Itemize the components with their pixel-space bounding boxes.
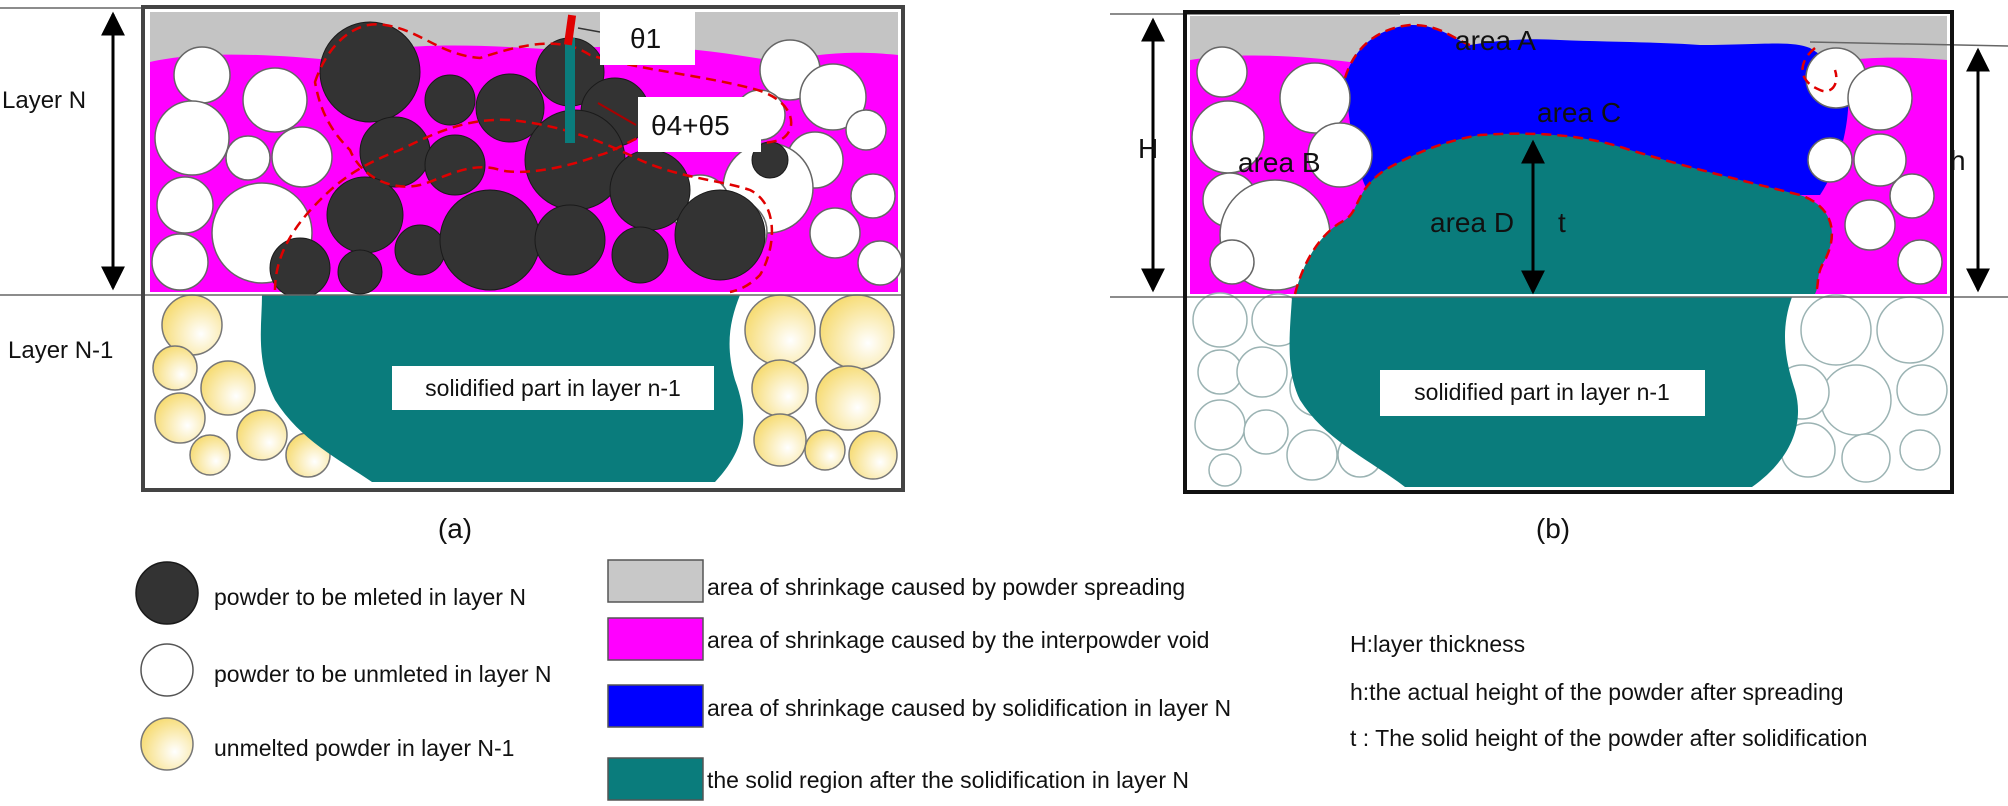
legend-gray-swatch: [607, 559, 704, 603]
h-upper-label: H: [1138, 133, 1158, 164]
legend-teal-swatch: [607, 757, 704, 801]
t-label: t: [1558, 207, 1566, 238]
area-d-label: area D: [1430, 207, 1514, 238]
legend-powder-1: powder to be unmleted in layer N: [214, 661, 552, 687]
theta1-label: θ1: [630, 23, 661, 54]
theta45-label: θ4+θ5: [651, 110, 730, 141]
unmelted-white-powders-b: [1191, 46, 1943, 291]
panel-a-frame: [141, 5, 905, 492]
legend-area-3: the solid region after the solidificatio…: [707, 767, 1189, 793]
legend-magenta-swatch: [607, 617, 704, 661]
definition-t: t : The solid height of the powder after…: [1350, 725, 1867, 751]
panel-b: solidified part in layer n-1 area A area…: [1110, 10, 2008, 544]
legend-area-0: area of shrinkage caused by powder sprea…: [707, 574, 1185, 600]
theta45-leader: [597, 102, 637, 126]
definition-h-upper: H:layer thickness: [1350, 631, 1525, 657]
panel-b-frame: [1183, 10, 1954, 494]
powder-height-line-b: [1809, 41, 2008, 47]
panel-b-label: (b): [1536, 513, 1570, 544]
layer-n-label: Layer N: [2, 87, 86, 114]
area-b-label: area B: [1238, 147, 1321, 178]
area-c-outline-left: [1343, 23, 1471, 79]
legend-area-2: area of shrinkage caused by solidificati…: [707, 695, 1231, 721]
legend-black-powder-icon: [135, 561, 199, 625]
angle-bar-red: [563, 14, 577, 46]
h-lower-label: h: [1950, 145, 1966, 176]
solidified-label-b: solidified part in layer n-1: [1414, 379, 1670, 405]
solid-region-area-d: [1295, 133, 1832, 294]
angle-bar-teal: [565, 38, 575, 143]
panel-a-label: (a): [438, 513, 472, 544]
legend-white-powder-icon: [140, 643, 194, 697]
definition-h-lower: h:the actual height of the powder after …: [1350, 679, 1844, 705]
solidified-label-a: solidified part in layer n-1: [425, 375, 681, 401]
area-d-outline: [1293, 132, 1834, 295]
legend-blue-swatch: [607, 684, 704, 728]
solidified-label-box-a: [392, 366, 714, 410]
area-c-outline-right: [1801, 47, 1838, 93]
definitions: H:layer thickness h:the actual height of…: [1350, 631, 1867, 751]
legend-area-1: area of shrinkage caused by the interpow…: [707, 627, 1209, 653]
legend-areas: area of shrinkage caused by powder sprea…: [607, 559, 1231, 801]
panel-a: solidified part in layer n-1 θ1 θ4+θ5 La…: [0, 5, 905, 544]
legend-powders: powder to be mleted in layer N powder to…: [135, 561, 552, 771]
layer-n1-label: Layer N-1: [8, 337, 113, 364]
area-c-label: area C: [1537, 97, 1621, 128]
legend-yellow-powder-icon: [140, 717, 194, 771]
area-a-label: area A: [1455, 25, 1536, 56]
theta45-box: [638, 97, 761, 152]
theta1-leader: [577, 27, 601, 33]
legend-powder-0: powder to be mleted in layer N: [214, 584, 526, 610]
legend-powder-2: unmelted powder in layer N-1: [214, 735, 514, 761]
solidified-label-box-b: [1380, 370, 1705, 416]
theta1-box: [600, 10, 695, 65]
